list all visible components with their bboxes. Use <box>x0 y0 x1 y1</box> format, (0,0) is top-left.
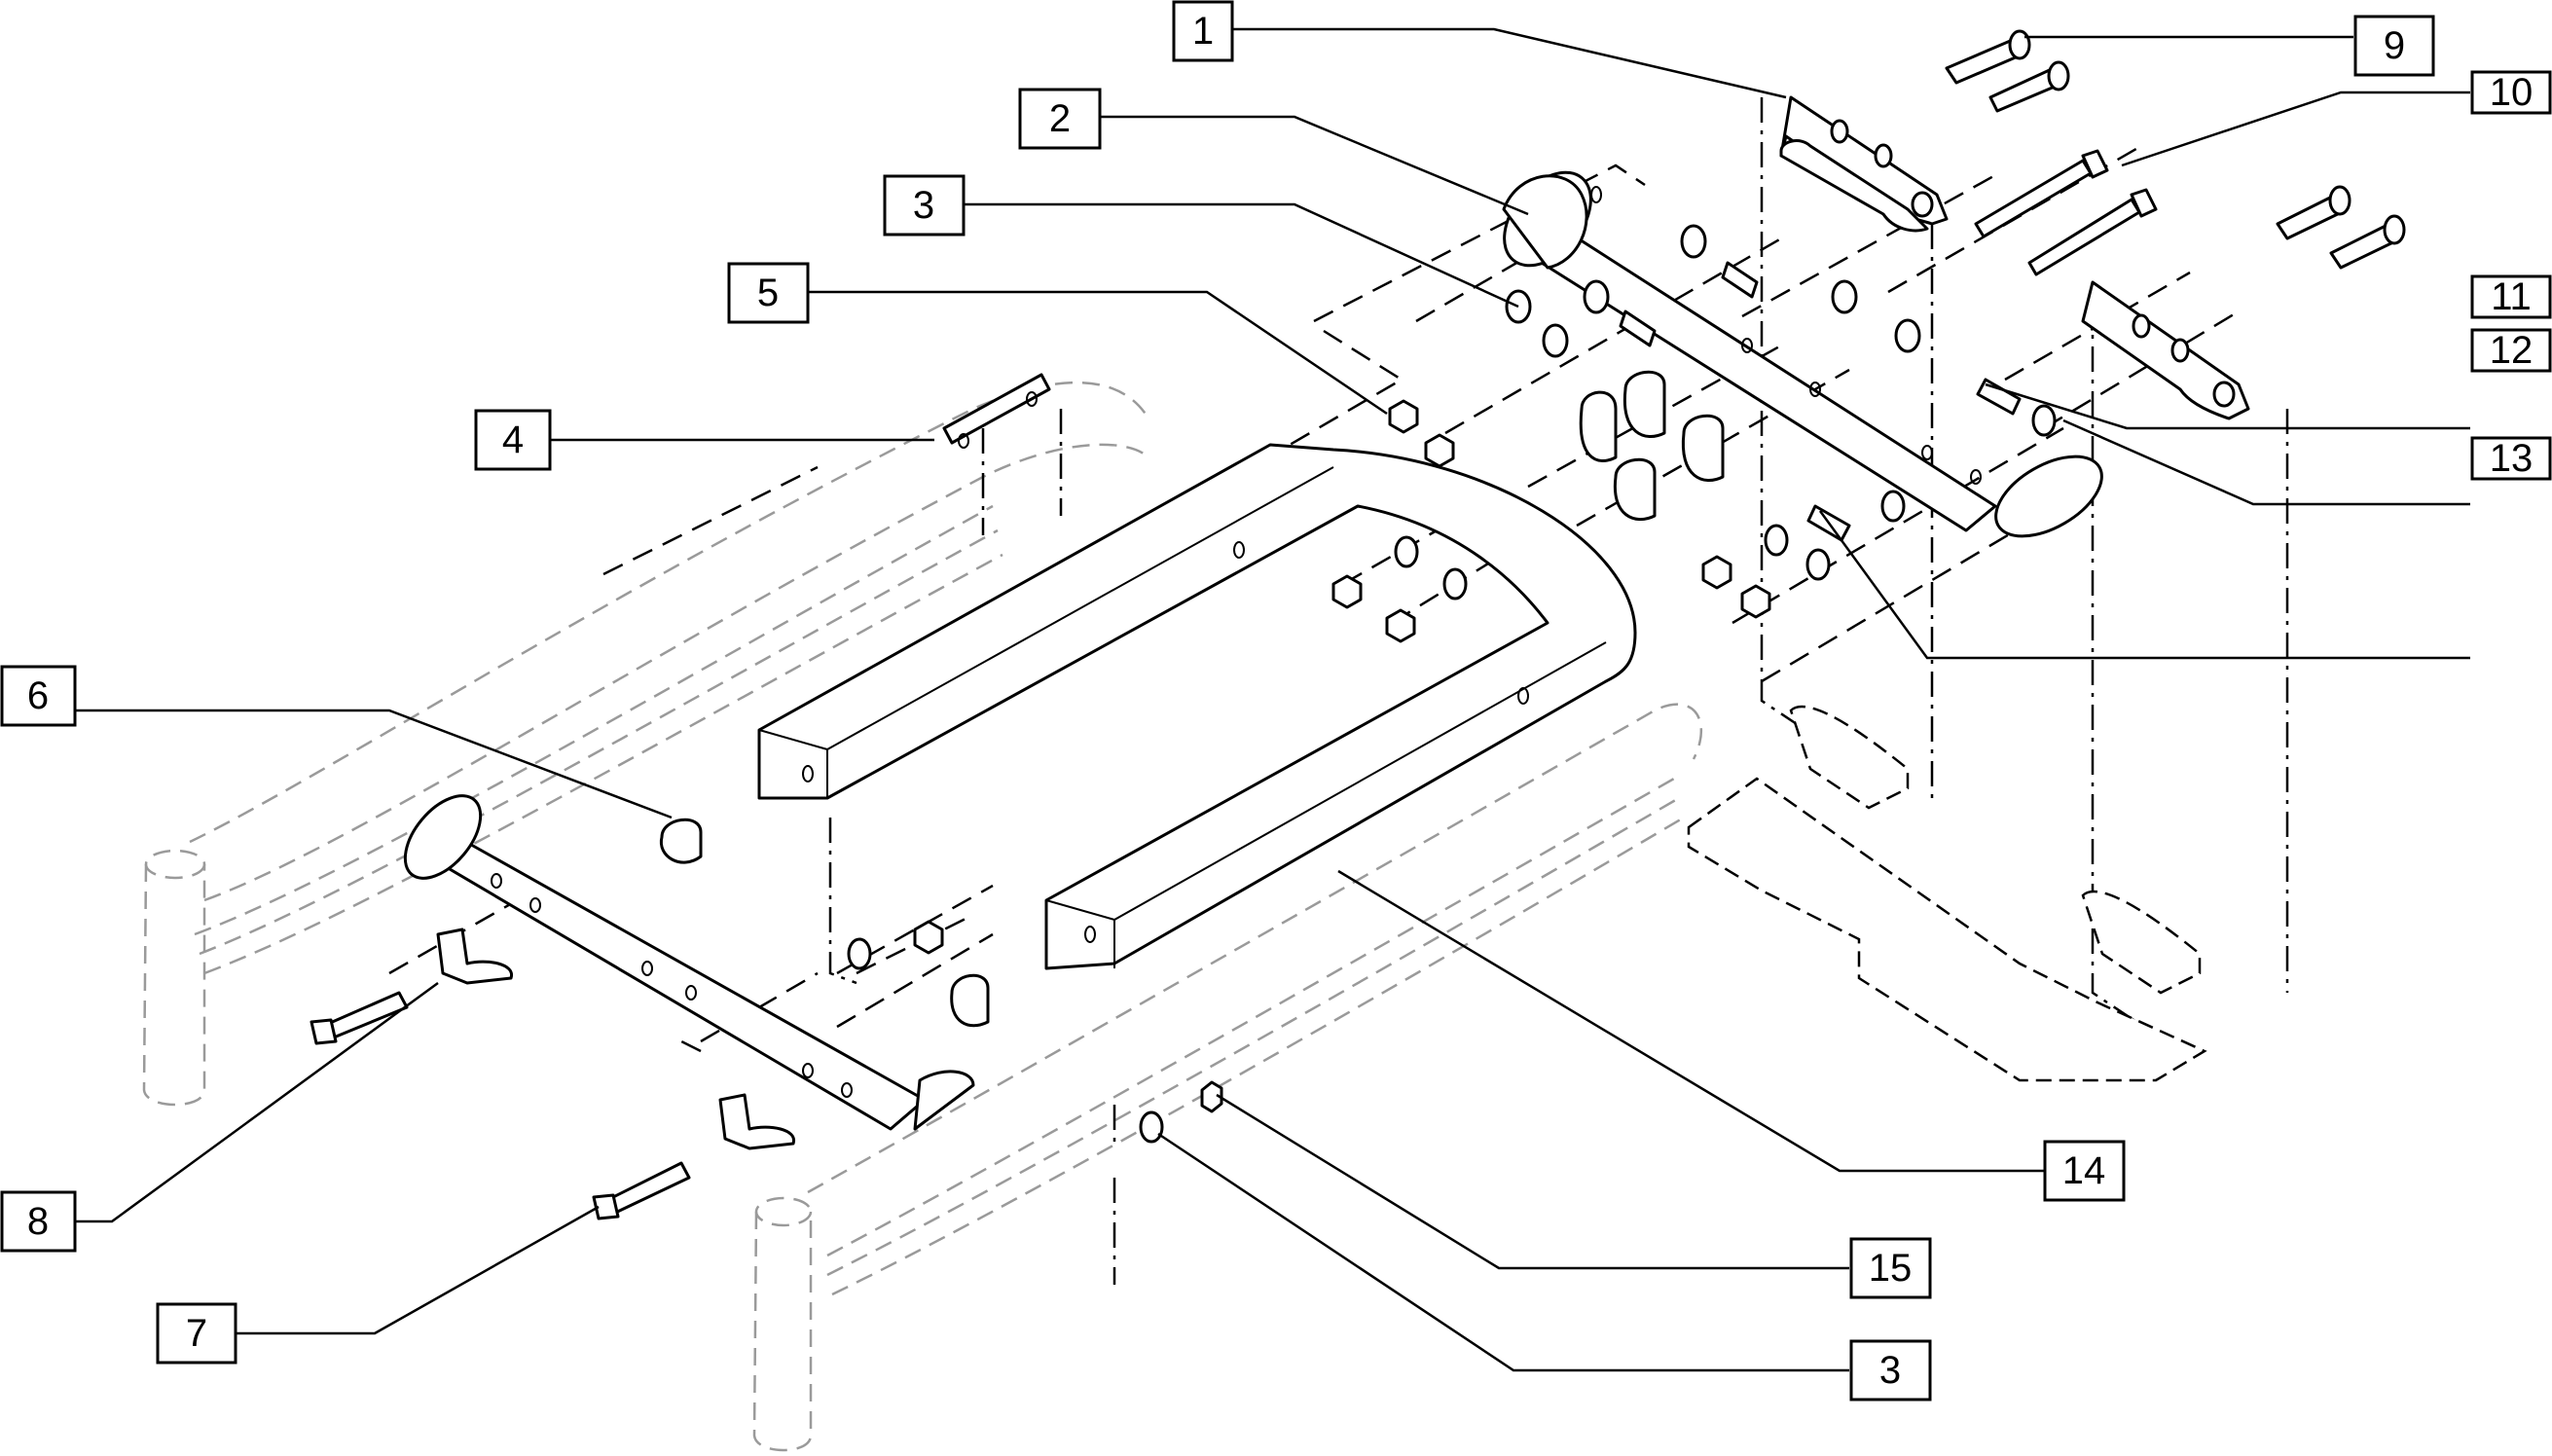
svg-text:13: 13 <box>2490 437 2534 480</box>
part-7-hex-bolts <box>310 991 691 1220</box>
part-4-small-bar <box>942 373 1051 449</box>
callout-7: 7 <box>156 1302 237 1365</box>
assembly-center-lines <box>388 97 2289 1285</box>
part-8-mount-bracket <box>436 928 795 1150</box>
svg-text:11: 11 <box>2491 275 2532 318</box>
svg-text:8: 8 <box>27 1200 49 1243</box>
part-1-clamp-bracket-right <box>2081 185 2406 420</box>
svg-text:1: 1 <box>1192 10 1214 53</box>
callout-10: 10 <box>2470 70 2552 115</box>
u-frame-fasteners <box>659 535 1468 1028</box>
callout-6: 6 <box>0 665 77 727</box>
part-15-nut-and-part-3-washer <box>1112 1080 1223 1148</box>
hinge-plate-hidden <box>1687 705 2207 1082</box>
part-2-rear-cross-tube <box>1502 170 2103 538</box>
callout-2: 2 <box>1018 88 1102 150</box>
front-cross-tube <box>403 794 975 1131</box>
callout-15: 15 <box>1849 1237 1932 1299</box>
callout-3-bottom: 3 <box>1849 1339 1932 1401</box>
callout-4: 4 <box>474 409 552 471</box>
part-9-button-head-bolts <box>1945 29 2070 113</box>
callout-1: 1 <box>1172 0 1234 62</box>
leader-lines <box>75 27 2470 1372</box>
callout-11: 11 <box>2470 274 2552 319</box>
svg-text:2: 2 <box>1049 97 1071 140</box>
spacers-middle <box>1579 370 1725 522</box>
svg-text:12: 12 <box>2490 329 2534 372</box>
ghost-frame-front-post <box>752 1196 813 1452</box>
rear-tube-fasteners <box>1388 224 1921 468</box>
callout-9: 9 <box>2353 15 2435 77</box>
svg-text:6: 6 <box>27 674 49 717</box>
callout-3-top: 3 <box>883 174 966 237</box>
part-1-clamp-bracket <box>1779 95 1949 233</box>
callout-13: 13 <box>2470 436 2552 481</box>
callout-12: 12 <box>2470 328 2552 373</box>
part-10-hex-bolts <box>1974 149 2158 276</box>
callout-5: 5 <box>727 262 810 324</box>
svg-text:3: 3 <box>913 184 934 227</box>
svg-text:3: 3 <box>1879 1349 1901 1392</box>
ghost-frame-rear-rail <box>189 381 1150 975</box>
svg-text:10: 10 <box>2490 71 2534 114</box>
callout-8: 8 <box>0 1190 77 1253</box>
svg-text:15: 15 <box>1869 1247 1913 1290</box>
callout-14: 14 <box>2043 1140 2126 1202</box>
svg-text:4: 4 <box>502 419 524 461</box>
svg-text:9: 9 <box>2384 24 2405 67</box>
svg-text:7: 7 <box>186 1312 207 1355</box>
svg-text:14: 14 <box>2062 1149 2106 1192</box>
part-14-u-frame <box>757 443 1637 970</box>
ghost-frame-rear-post <box>142 849 206 1107</box>
svg-text:5: 5 <box>757 272 779 314</box>
